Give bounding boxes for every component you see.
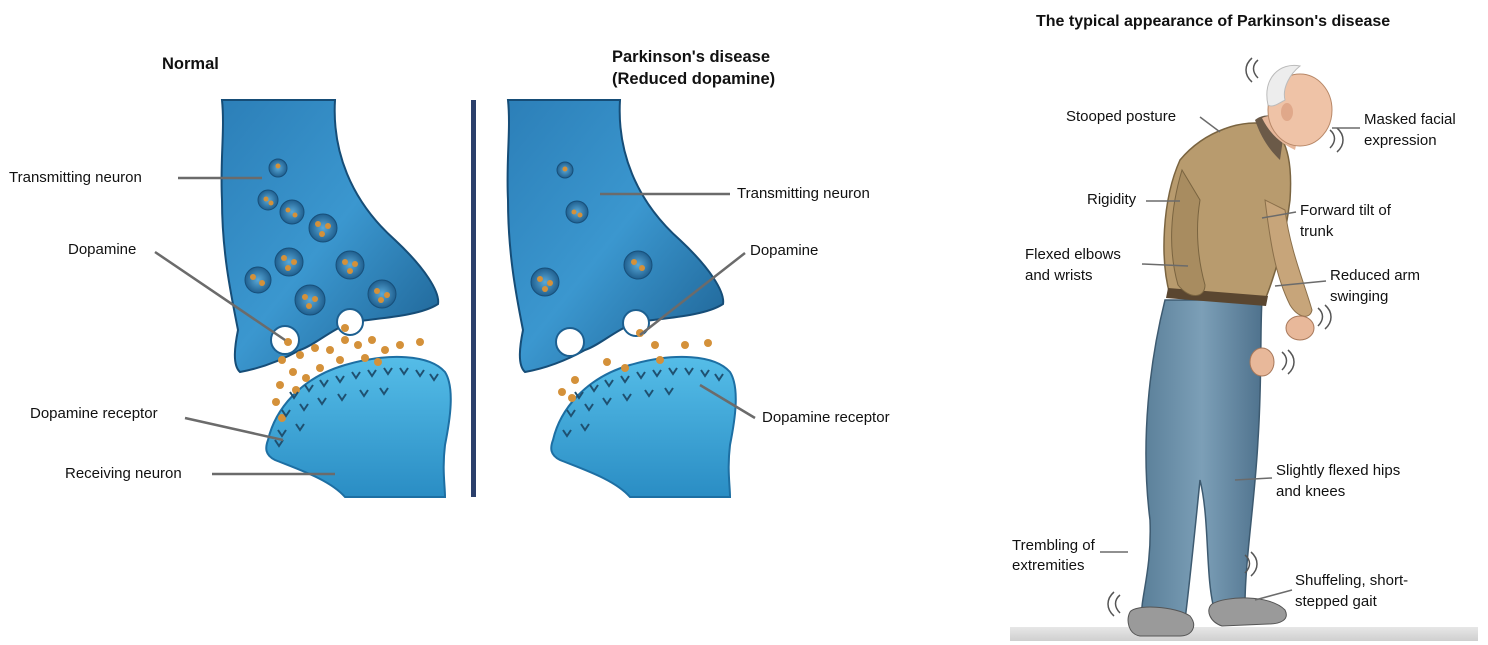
pd-receiving-neuron xyxy=(551,357,736,497)
pd-transmitting-neuron xyxy=(508,100,724,372)
normal-dopamine-receptor-label: Dopamine receptor xyxy=(30,404,158,424)
stooped-posture-label: Stooped posture xyxy=(1066,107,1176,127)
pd-dopamine-receptor-label: Dopamine receptor xyxy=(762,408,890,428)
pd-dopamine-label: Dopamine xyxy=(750,241,818,261)
normal-transmitting-neuron-label: Transmitting neuron xyxy=(9,168,142,188)
normal-dopamine-label: Dopamine xyxy=(68,240,136,260)
man-figure xyxy=(1108,58,1343,636)
normal-title: Normal xyxy=(162,54,219,75)
flexed-hips-label-2: and knees xyxy=(1276,482,1345,502)
masked-facial-label-2: expression xyxy=(1364,131,1437,151)
trembling-label-2: extremities xyxy=(1012,556,1085,576)
floor xyxy=(1010,627,1478,641)
rigidity-label: Rigidity xyxy=(1087,190,1136,210)
trembling-label-1: Trembling of xyxy=(1012,536,1095,556)
flexed-elbows-label-2: and wrists xyxy=(1025,266,1093,286)
pd-transmitting-neuron-label: Transmitting neuron xyxy=(737,184,870,204)
forward-tilt-label-1: Forward tilt of xyxy=(1300,201,1391,221)
pd-title-line1: Parkinson's disease xyxy=(612,47,770,68)
masked-facial-label-1: Masked facial xyxy=(1364,110,1456,130)
normal-receiving-neuron xyxy=(266,357,451,497)
gait-label-1: Shuffeling, short- xyxy=(1295,571,1408,591)
normal-receiving-neuron-label: Receiving neuron xyxy=(65,464,182,484)
appearance-title: The typical appearance of Parkinson's di… xyxy=(1036,11,1390,32)
forward-tilt-label-2: trunk xyxy=(1300,222,1333,242)
reduced-arm-label-2: swinging xyxy=(1330,287,1388,307)
flexed-hips-label-1: Slightly flexed hips xyxy=(1276,461,1400,481)
flexed-elbows-label-1: Flexed elbows xyxy=(1025,245,1121,265)
divider xyxy=(471,100,476,497)
reduced-arm-label-1: Reduced arm xyxy=(1330,266,1420,286)
gait-label-2: stepped gait xyxy=(1295,592,1377,612)
pd-title-line2: (Reduced dopamine) xyxy=(612,69,775,90)
